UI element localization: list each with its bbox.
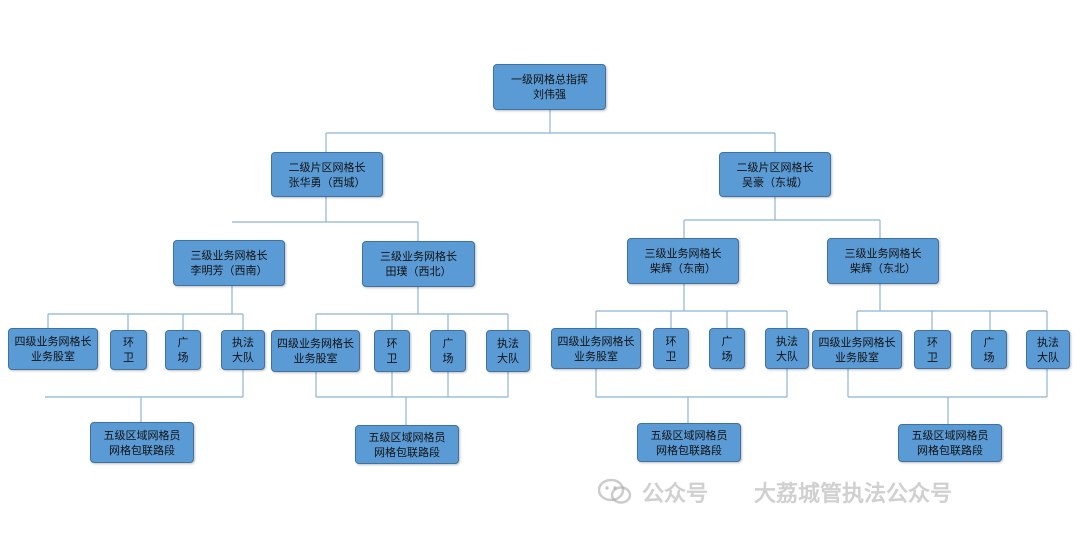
node-title: 三级业务网格长 — [844, 247, 922, 260]
level4-node-enforcement-team: 执法 大队 — [486, 330, 530, 372]
node-title: 四级业务网格长 — [277, 337, 354, 350]
node-title: 一级网格总指挥 — [511, 73, 588, 86]
node-subtitle: 大队 — [1037, 350, 1059, 364]
node-title: 执法 — [776, 334, 798, 348]
level3-node-northwest: 三级业务网格长 田璞（西北） — [362, 241, 475, 287]
node-subtitle: 网格包联路段 — [656, 443, 722, 457]
level4-node-enforcement-team: 执法 大队 — [1026, 330, 1070, 369]
level5-node-area-gridman: 五级区域网格员 网格包联路段 — [637, 423, 741, 462]
node-title: 三级业务网格长 — [380, 250, 457, 263]
node-person: 吴豪（东城） — [742, 175, 808, 189]
node-subtitle: 大队 — [776, 349, 798, 363]
node-subtitle: 业务股室 — [574, 349, 618, 363]
level3-node-northeast: 三级业务网格长 柴辉（东北） — [827, 238, 939, 284]
node-person: 柴辉（东北） — [850, 262, 916, 275]
node-subtitle: 业务股室 — [835, 350, 879, 364]
node-title: 环 — [386, 337, 398, 350]
level4-node-business-office: 四级业务网格长 业务股室 — [271, 330, 360, 372]
node-subtitle: 场 — [177, 351, 189, 364]
node-subtitle: 大队 — [232, 351, 254, 364]
node-subtitle: 网格包联路段 — [917, 444, 983, 457]
node-title: 广 — [721, 334, 733, 348]
node-subtitle: 网格包联路段 — [374, 445, 440, 459]
node-title: 广 — [983, 335, 995, 349]
node-subtitle: 卫 — [927, 350, 938, 364]
node-person: 李明芳（西南） — [190, 264, 268, 277]
level5-node-area-gridman: 五级区域网格员 网格包联路段 — [898, 424, 1002, 462]
node-subtitle: 场 — [442, 352, 454, 365]
level4-node-sanitation: 环 卫 — [914, 330, 951, 369]
node-title: 五级区域网格员 — [911, 429, 989, 442]
node-title: 四级业务网格长 — [818, 335, 896, 349]
node-title: 五级区域网格员 — [650, 428, 728, 442]
node-person: 张华勇（西城） — [288, 175, 366, 189]
node-title: 广 — [442, 337, 454, 350]
node-person: 田璞（西北） — [385, 265, 452, 278]
level4-node-sanitation: 环 卫 — [110, 330, 147, 370]
node-title: 环 — [927, 335, 938, 349]
node-subtitle: 卫 — [665, 349, 677, 363]
level4-node-business-office: 四级业务网格长 业务股室 — [8, 328, 98, 370]
node-title: 二级片区网格长 — [736, 160, 814, 174]
level4-node-enforcement-team: 执法 大队 — [765, 328, 809, 369]
wechat-watermark: 公众号 大荔城管执法公众号 — [598, 474, 1068, 510]
node-subtitle: 卫 — [123, 351, 134, 364]
level2-node-east: 二级片区网格长 吴豪（东城） — [719, 152, 831, 197]
level4-node-square: 广 场 — [430, 330, 466, 372]
node-subtitle: 业务股室 — [293, 352, 338, 365]
node-title: 二级片区网格长 — [288, 160, 366, 174]
node-subtitle: 场 — [721, 349, 733, 363]
node-title: 四级业务网格长 — [557, 334, 635, 348]
level1-node-chief-commander: 一级网格总指挥 刘伟强 — [493, 64, 606, 110]
level4-node-enforcement-team: 执法 大队 — [221, 330, 265, 370]
node-subtitle: 大队 — [497, 352, 519, 365]
wechat-icon — [598, 478, 632, 504]
node-title: 执法 — [497, 337, 519, 350]
node-person: 刘伟强 — [533, 88, 566, 101]
node-subtitle: 网格包联路段 — [109, 443, 175, 457]
node-subtitle: 卫 — [386, 352, 398, 365]
level4-node-square: 广 场 — [709, 328, 745, 369]
node-title: 广 — [177, 336, 189, 349]
node-title: 执法 — [1037, 335, 1059, 349]
level3-node-southwest: 三级业务网格长 李明芳（西南） — [173, 240, 285, 286]
level4-node-business-office: 四级业务网格长 业务股室 — [812, 330, 902, 369]
node-subtitle: 场 — [983, 350, 995, 364]
node-title: 执法 — [232, 336, 254, 349]
node-title: 四级业务网格长 — [14, 335, 92, 348]
level4-node-square: 广 场 — [971, 330, 1007, 369]
level2-node-west: 二级片区网格长 张华勇（西城） — [271, 152, 383, 197]
level5-node-area-gridman: 五级区域网格员 网格包联路段 — [355, 425, 459, 464]
node-title: 三级业务网格长 — [644, 247, 722, 260]
level4-node-business-office: 四级业务网格长 业务股室 — [551, 328, 641, 369]
node-title: 五级区域网格员 — [103, 428, 181, 442]
node-title: 环 — [123, 336, 134, 349]
level4-node-sanitation: 环 卫 — [653, 328, 689, 369]
node-title: 五级区域网格员 — [368, 430, 446, 444]
level4-node-sanitation: 环 卫 — [374, 330, 410, 372]
node-subtitle: 业务股室 — [31, 350, 75, 363]
node-title: 三级业务网格长 — [190, 249, 268, 262]
node-title: 环 — [665, 334, 677, 348]
node-person: 柴辉（东南） — [650, 262, 716, 275]
level4-node-square: 广 场 — [165, 330, 201, 370]
watermark-left-text: 公众号 — [642, 482, 709, 507]
level3-node-southeast: 三级业务网格长 柴辉（东南） — [627, 238, 739, 284]
watermark-right-text: 大荔城管执法公众号 — [754, 482, 953, 507]
level5-node-area-gridman: 五级区域网格员 网格包联路段 — [90, 422, 194, 463]
